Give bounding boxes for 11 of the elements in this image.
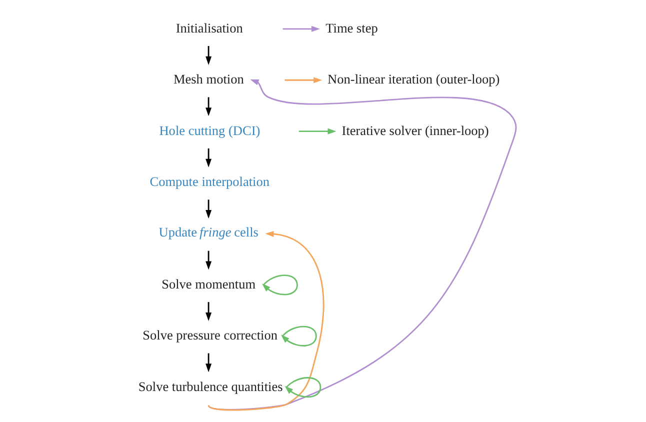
node-text: Compute interpolation xyxy=(149,174,270,190)
node-text: Mesh motion xyxy=(172,72,244,87)
legend-label: Non-linear iteration (outer-loop) xyxy=(327,72,500,87)
legend-label: Time step xyxy=(325,20,378,36)
legend-label: Iterative solver (inner-loop) xyxy=(341,122,488,138)
node-text: Solve momentum xyxy=(161,276,256,292)
node-text: Hole cutting (DCI) xyxy=(158,122,260,138)
node-text: Update fringe cells xyxy=(158,224,258,240)
node-text: Initialisation xyxy=(175,20,242,36)
node-text: Solve pressure correction xyxy=(142,328,277,343)
node-text: Solve turbulence quantities xyxy=(138,378,282,394)
